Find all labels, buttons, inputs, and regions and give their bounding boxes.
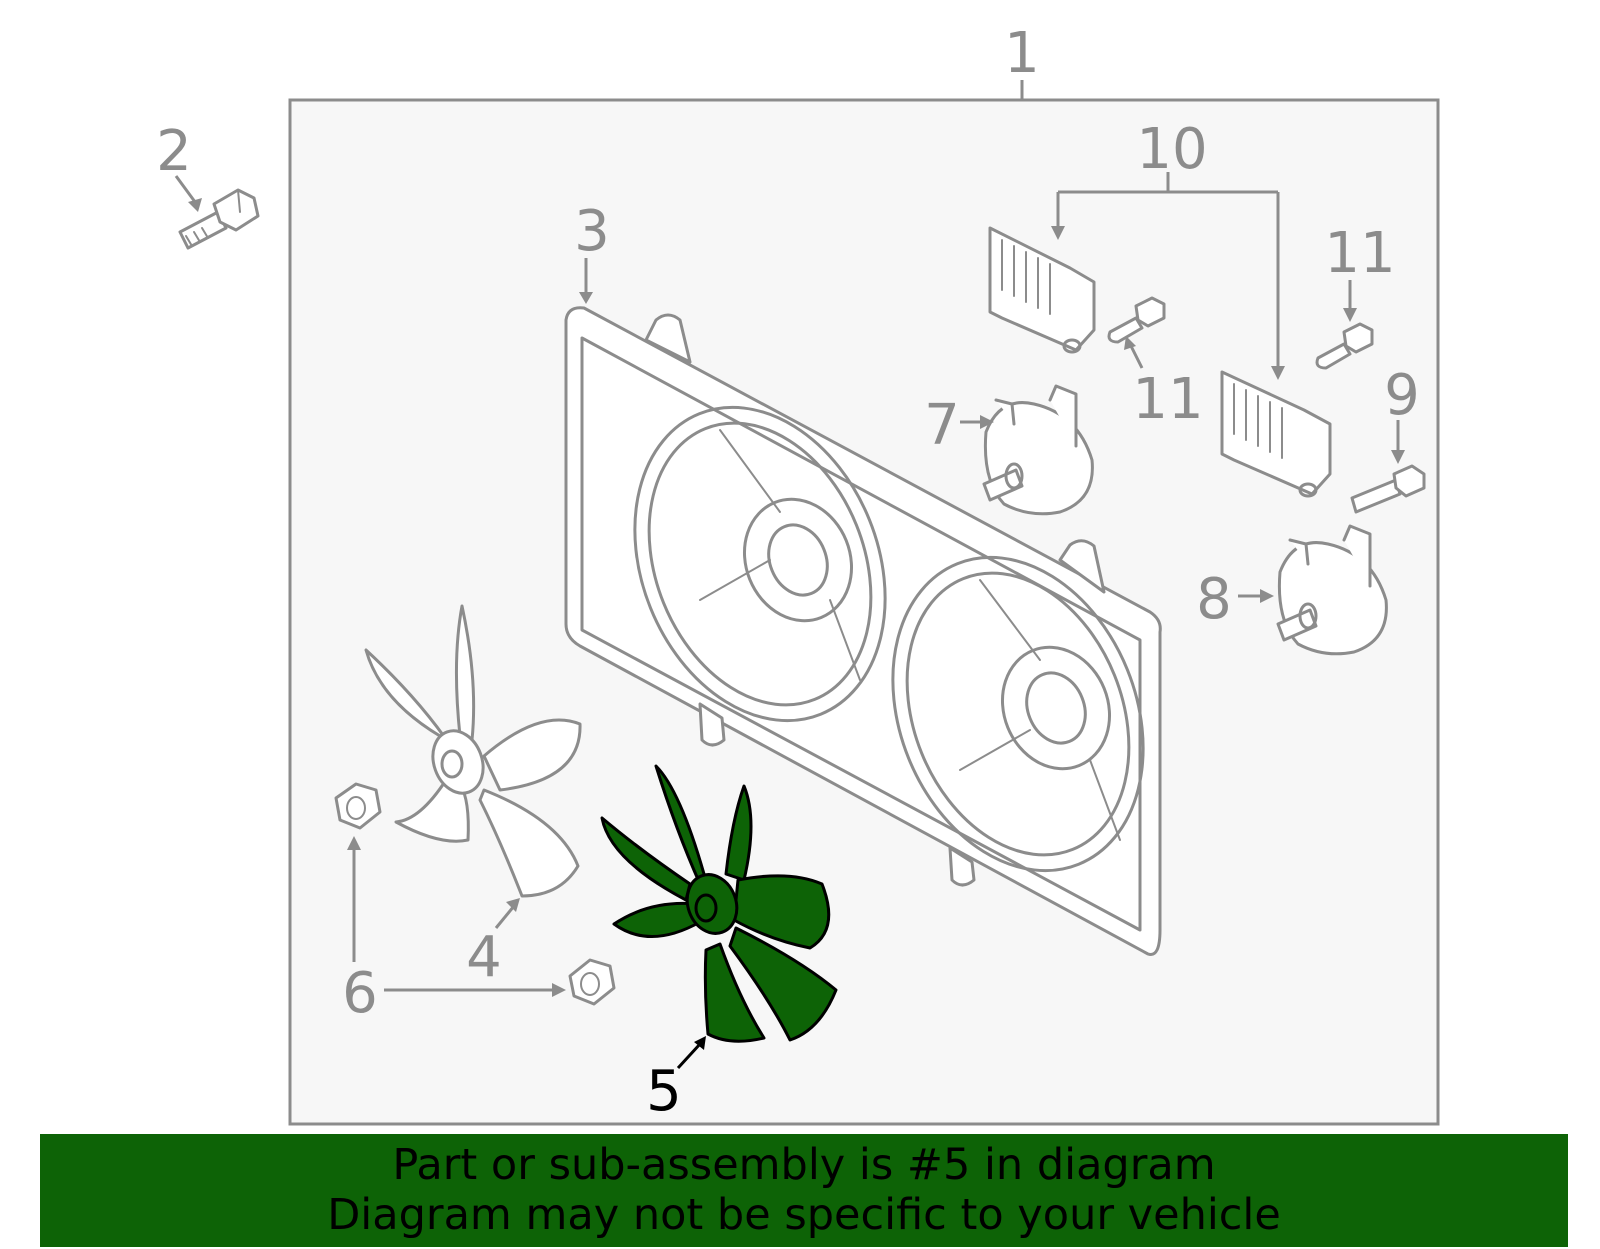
svg-text:3: 3 <box>574 199 610 264</box>
callout-3: 3 <box>574 199 610 304</box>
fan-shroud-part-3 <box>564 306 1162 956</box>
svg-text:2: 2 <box>156 119 192 184</box>
svg-text:9: 9 <box>1384 363 1420 428</box>
callout-6: 6 <box>342 836 566 1026</box>
svg-text:4: 4 <box>466 925 502 990</box>
callout-11a: 11 <box>1124 336 1204 432</box>
module-part-10-lower <box>1220 370 1332 498</box>
svg-text:5: 5 <box>646 1059 682 1124</box>
callout-5: 5 <box>646 1036 706 1124</box>
svg-text:8: 8 <box>1196 567 1232 632</box>
svg-text:6: 6 <box>342 961 378 1026</box>
callout-7: 7 <box>924 393 994 458</box>
svg-text:11: 11 <box>1324 221 1395 286</box>
callout-11b: 11 <box>1324 221 1396 322</box>
bolt-part-9 <box>1350 464 1426 514</box>
nut-part-6-lower <box>568 958 616 1006</box>
callout-1: 1 <box>1004 21 1040 100</box>
callout-8: 8 <box>1196 567 1274 632</box>
svg-text:11: 11 <box>1132 367 1203 432</box>
fan-part-4 <box>364 604 582 898</box>
fan-part-5 <box>600 764 838 1043</box>
screw-part-11-b <box>1315 322 1374 370</box>
screw-part-11-a <box>1107 296 1166 344</box>
callout-9: 9 <box>1384 363 1420 464</box>
banner-line-2: Diagram may not be specific to your vehi… <box>327 1190 1281 1240</box>
module-part-10-upper <box>988 226 1096 354</box>
callout-4: 4 <box>466 898 520 990</box>
svg-text:10: 10 <box>1136 117 1207 182</box>
callout-10: 10 <box>1051 117 1285 380</box>
svg-text:1: 1 <box>1004 21 1040 86</box>
callout-2: 2 <box>156 119 202 212</box>
info-banner: Part or sub-assembly is #5 in diagram Di… <box>40 1134 1568 1247</box>
motor-part-8 <box>1276 524 1388 656</box>
motor-part-7 <box>982 384 1094 516</box>
svg-text:7: 7 <box>924 393 960 458</box>
nut-part-6-upper <box>334 782 382 830</box>
bolt-part-2 <box>178 188 260 250</box>
banner-line-1: Part or sub-assembly is #5 in diagram <box>392 1140 1216 1190</box>
